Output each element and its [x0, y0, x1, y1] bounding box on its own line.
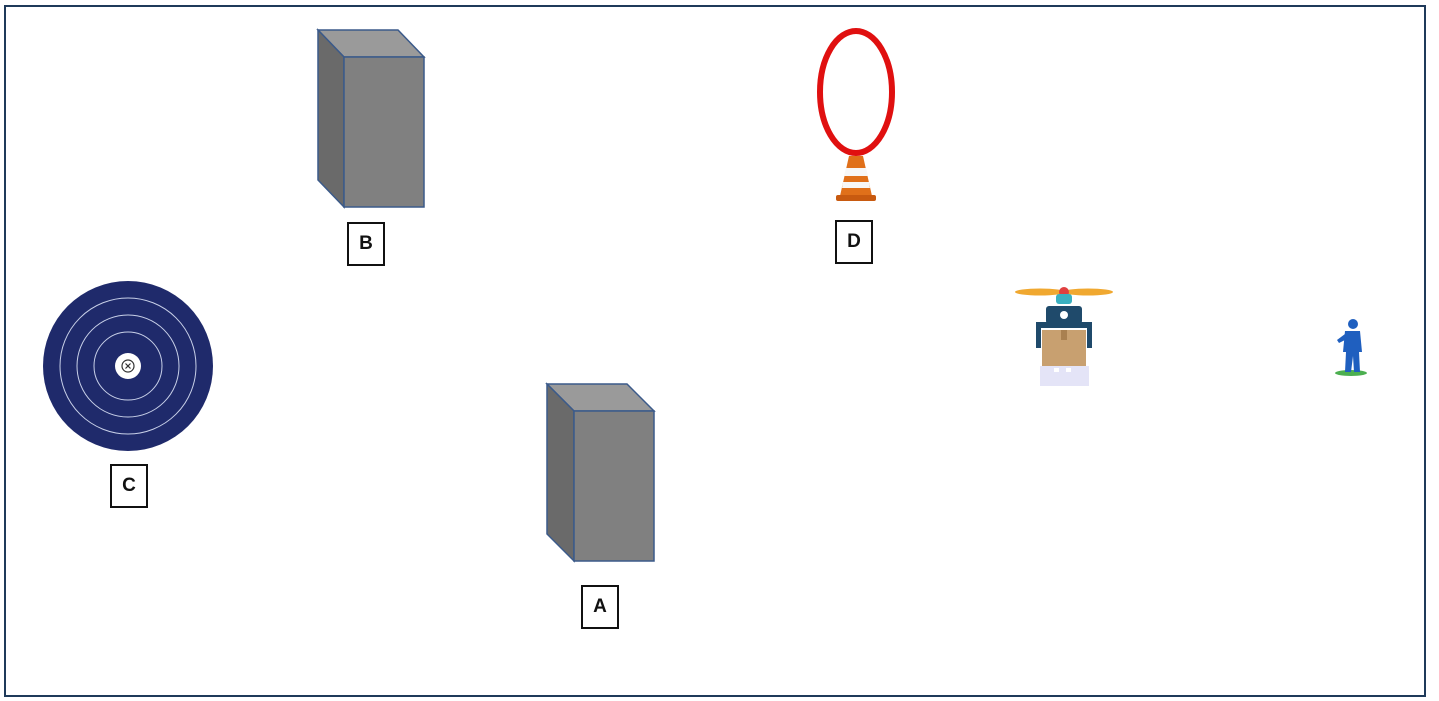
traffic-cone-icon [836, 156, 876, 201]
person-icon [1335, 319, 1367, 376]
target-c [43, 281, 213, 451]
label-b: B [347, 222, 385, 266]
box-b-side [318, 30, 344, 207]
box-a-front [574, 411, 654, 561]
label-c: C [110, 464, 148, 508]
box-b [318, 30, 424, 207]
box-a [547, 384, 654, 561]
label-a: A [581, 585, 619, 629]
hoop-d [820, 31, 892, 201]
label-d: D [835, 220, 873, 264]
red-hoop [820, 31, 892, 153]
box-a-side [547, 384, 574, 561]
box-b-front [344, 57, 424, 207]
drone-icon [1015, 287, 1113, 386]
